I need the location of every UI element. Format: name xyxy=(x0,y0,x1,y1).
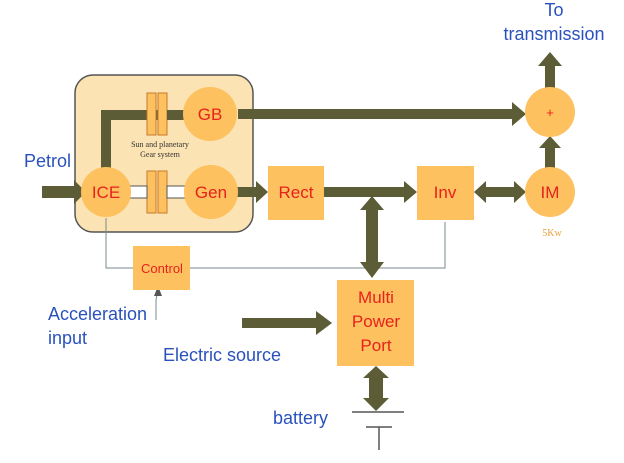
ice-label: ICE xyxy=(92,183,120,202)
gb-block xyxy=(183,87,237,141)
gen-to-rect-arrow xyxy=(237,181,268,203)
battery-label: battery xyxy=(273,408,328,428)
petrol-label: Petrol xyxy=(24,151,71,171)
gear-rect-bottom-right xyxy=(157,170,168,214)
acceleration-label: Acceleration xyxy=(48,304,147,324)
ice-block xyxy=(81,167,131,217)
rect-block xyxy=(268,166,324,220)
gear-rect-top-left xyxy=(146,92,157,136)
electric-source-arrow xyxy=(242,311,332,335)
im-block xyxy=(525,167,575,217)
ice-gb-shaft xyxy=(101,112,111,180)
gear-rect-top-right xyxy=(157,92,168,136)
im-power-rating: 5Kw xyxy=(542,228,562,239)
input-label: input xyxy=(48,328,87,348)
rect-label: Rect xyxy=(279,183,314,202)
control-line-to-inv xyxy=(190,222,446,269)
mpp-label-line1: Multi xyxy=(358,288,394,307)
control-line-to-ice xyxy=(105,218,133,269)
mpp-label-line2: Power xyxy=(352,312,401,331)
control-label: Control xyxy=(141,261,183,276)
electric-source-label: Electric source xyxy=(163,345,281,365)
gear-caption-line1: Sun and planetary xyxy=(131,140,189,149)
gb-to-sum-arrow xyxy=(238,102,526,126)
transmission-label: transmission xyxy=(503,24,604,44)
im-label: IM xyxy=(541,183,560,202)
petrol-arrow xyxy=(42,180,86,204)
gear-gen-link xyxy=(166,185,187,199)
sum-to-transmission-arrow xyxy=(538,52,562,88)
gb-label: GB xyxy=(198,105,223,124)
inv-block xyxy=(417,166,474,220)
sum-label: + xyxy=(546,105,554,120)
rect-to-inv-arrow xyxy=(324,181,417,203)
ice-gb-shaft-top xyxy=(101,110,183,120)
multi-power-port-block xyxy=(337,280,414,366)
acceleration-arrowhead xyxy=(154,286,162,296)
gen-label: Gen xyxy=(195,183,227,202)
gear-rect-bottom-left xyxy=(146,170,157,214)
gear-caption-line2: Gear system xyxy=(140,150,181,159)
dcbus-mpp-double-arrow xyxy=(360,196,384,278)
to-label: To xyxy=(544,0,563,20)
inv-im-double-arrow xyxy=(474,181,526,203)
mpp-battery-double-arrow xyxy=(363,366,389,411)
gear-gb-stub xyxy=(167,110,185,120)
control-block xyxy=(133,246,190,290)
mpp-label-line3: Port xyxy=(360,336,391,355)
inv-label: Inv xyxy=(434,183,457,202)
gen-block xyxy=(184,165,238,219)
im-to-sum-arrow xyxy=(539,136,561,168)
sum-node xyxy=(525,87,575,137)
